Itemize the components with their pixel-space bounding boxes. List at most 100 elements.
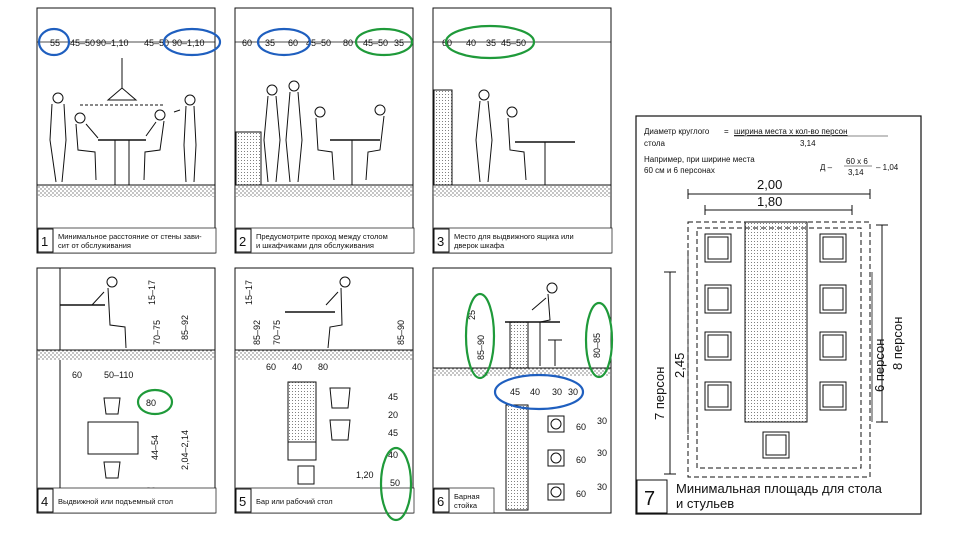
svg-text:стола: стола (644, 139, 666, 148)
svg-text:60 см и 6 персонах: 60 см и 6 персонах (644, 166, 715, 175)
panel-2-top-dims: 60 35 60 45–50 80 45–50 35 (242, 38, 404, 48)
svg-text:Д –: Д – (820, 163, 833, 172)
label-6-persons: 6 персон (872, 339, 887, 392)
panel-1-caption: сит от обслуживания (58, 241, 131, 250)
svg-text:50: 50 (390, 478, 400, 488)
panel-4-plan-dims: 60 50–110 80 44–54 2,04–2,14 80 (72, 370, 190, 496)
svg-text:70–75: 70–75 (152, 320, 162, 345)
svg-text:40: 40 (530, 387, 540, 397)
svg-text:60 х 6: 60 х 6 (846, 157, 868, 166)
svg-text:30: 30 (597, 448, 607, 458)
svg-text:=: = (724, 127, 729, 136)
svg-text:60: 60 (576, 455, 586, 465)
rect-table (744, 221, 808, 423)
dim-length: 2,45 (672, 353, 687, 378)
svg-text:45: 45 (388, 392, 398, 402)
figure-standing-left (49, 92, 67, 183)
panel-3-caption: Место для выдвижного ящика или (454, 232, 574, 241)
svg-text:90–1,10: 90–1,10 (172, 38, 205, 48)
svg-text:Например, при ширине места: Например, при ширине места (644, 155, 755, 164)
highlight-blue (37, 27, 71, 57)
figure-seated-right (143, 109, 166, 181)
panel-6-vertical-dims: 25 85–90 80–85 (467, 310, 602, 360)
svg-text:45–50: 45–50 (501, 38, 526, 48)
figure-waiter (173, 94, 197, 183)
highlight-green (464, 292, 496, 380)
svg-text:30: 30 (552, 387, 562, 397)
panel-7-caption: и стульев (676, 496, 734, 511)
svg-text:3,14: 3,14 (848, 168, 864, 177)
svg-text:60: 60 (266, 362, 276, 372)
formula: Диаметр круглого = ширина места х кол-во… (644, 127, 899, 177)
panel-3-number: 3 (437, 234, 444, 249)
highlight-annotations (37, 24, 614, 522)
svg-text:45–50: 45–50 (70, 38, 95, 48)
panel-3: 60 40 35 45–50 3 Место для выдвижного ящ… (432, 7, 613, 254)
svg-text:30: 30 (597, 482, 607, 492)
chairs (704, 233, 847, 459)
figure-seated-left (74, 112, 99, 181)
highlight-green (354, 27, 414, 57)
panel-6-caption: стойка (454, 501, 478, 510)
svg-text:60: 60 (576, 489, 586, 499)
svg-text:15–17: 15–17 (244, 280, 254, 305)
panel-4-number: 4 (41, 494, 48, 509)
highlight-blue (256, 27, 312, 57)
svg-text:35: 35 (394, 38, 404, 48)
highlight-green (444, 24, 536, 60)
svg-text:80–85: 80–85 (592, 333, 602, 358)
highlight-green (379, 446, 413, 522)
panel-7-caption: Минимальная площадь для стола (676, 481, 883, 496)
svg-text:Диаметр круглого: Диаметр круглого (644, 127, 710, 136)
svg-text:2,00: 2,00 (757, 177, 782, 192)
svg-text:1,80: 1,80 (757, 194, 782, 209)
panel-1: 55 45–50 90–1,10 45–50 90–1,10 (36, 7, 217, 254)
panel-1-caption: Минимальное расстояние от стены зави- (58, 232, 202, 241)
svg-text:45: 45 (388, 428, 398, 438)
svg-text:1,20: 1,20 (356, 470, 374, 480)
bar-counter-plan (287, 381, 317, 443)
panel-4-vertical-dims: 15–17 70–75 85–92 (147, 280, 190, 345)
svg-text:55: 55 (50, 38, 60, 48)
cabinet (433, 89, 453, 186)
svg-text:85–92: 85–92 (252, 320, 262, 345)
svg-text:90–1,10: 90–1,10 (96, 38, 129, 48)
svg-text:ширина места х кол-во персон: ширина места х кол-во персон (734, 127, 848, 136)
svg-text:40: 40 (292, 362, 302, 372)
panel-6-caption: Барная (454, 492, 480, 501)
highlight-blue (162, 27, 222, 57)
svg-text:80: 80 (343, 38, 353, 48)
panel-5-caption: Бар или рабочий стол (256, 497, 333, 506)
svg-text:35: 35 (486, 38, 496, 48)
panel-1-top-dims: 55 45–50 90–1,10 45–50 90–1,10 (50, 38, 205, 48)
svg-text:85–92: 85–92 (180, 315, 190, 340)
cabinet (235, 131, 262, 186)
svg-text:50–110: 50–110 (104, 370, 133, 380)
svg-text:40: 40 (466, 38, 476, 48)
panel-1-number: 1 (41, 234, 48, 249)
highlight-blue (493, 373, 585, 411)
panel-5: 15–17 85–92 70–75 85–90 60 40 80 45 20 4… (234, 267, 415, 514)
svg-text:35: 35 (265, 38, 275, 48)
svg-text:3,14: 3,14 (800, 139, 816, 148)
panel-3-caption: дверок шкафа (454, 241, 505, 250)
panel-6-number: 6 (437, 494, 444, 509)
svg-text:60: 60 (242, 38, 252, 48)
svg-text:2,04–2,14: 2,04–2,14 (180, 430, 190, 470)
svg-text:85–90: 85–90 (476, 335, 486, 360)
panel-6-plan-dims: 45 40 30 30 60 30 60 30 60 30 (510, 387, 607, 499)
svg-text:20: 20 (388, 410, 398, 420)
highlight-green (136, 388, 174, 416)
svg-text:60: 60 (288, 38, 298, 48)
svg-text:85–90: 85–90 (396, 320, 406, 345)
svg-text:60: 60 (72, 370, 82, 380)
label-7-persons: 7 персон (652, 367, 667, 420)
table-plan (87, 421, 139, 455)
floor-hatch (37, 185, 215, 197)
svg-text:30: 30 (568, 387, 578, 397)
svg-text:80: 80 (318, 362, 328, 372)
svg-text:25: 25 (467, 310, 477, 320)
label-8-persons: 8 персон (890, 317, 905, 370)
plan-dimensions: 2,00 1,80 (687, 177, 871, 215)
